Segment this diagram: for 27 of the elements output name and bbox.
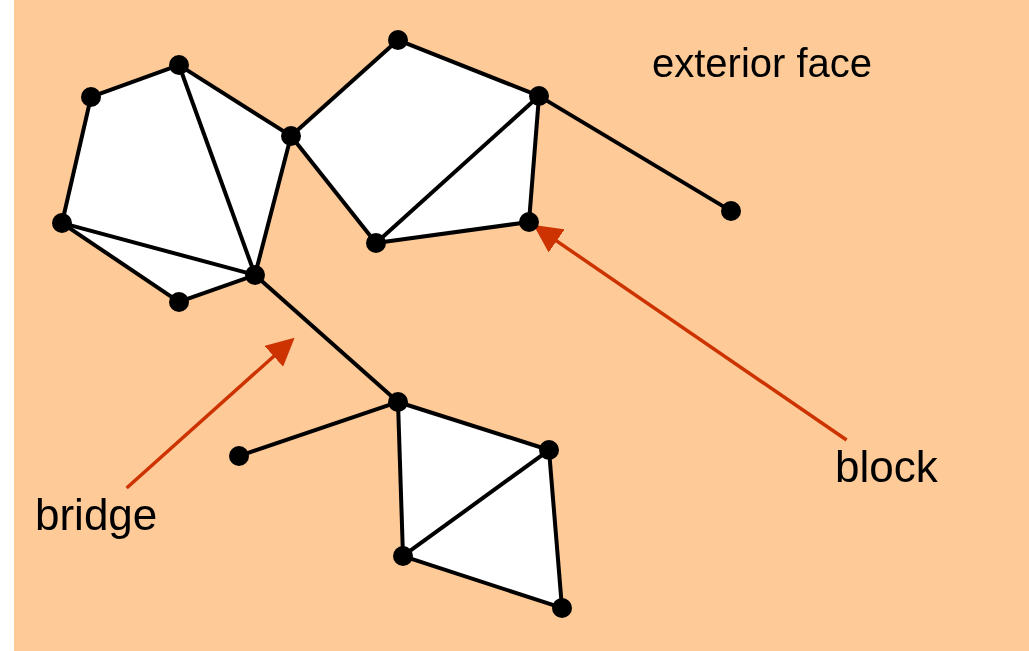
graph-edge — [295, 141, 372, 238]
graph-edge — [186, 276, 248, 301]
graph-edge — [381, 100, 534, 239]
graph-edge — [255, 144, 291, 267]
leader-arrow — [125, 337, 295, 490]
graph-edge — [396, 410, 405, 548]
leader-arrow — [533, 225, 848, 442]
graph-edge — [260, 279, 393, 398]
graph-edge — [384, 221, 521, 244]
graph-edge — [70, 223, 247, 275]
graph-edge — [405, 402, 542, 450]
graph-edge — [180, 72, 254, 268]
graph-edge — [545, 98, 725, 209]
graph-edge — [405, 41, 532, 95]
graph-edge — [409, 453, 543, 553]
graph-edge — [68, 226, 173, 299]
graph-edge — [98, 66, 172, 96]
graph-edge — [185, 68, 285, 133]
annotation-label: bridge — [35, 490, 158, 541]
graph-edge — [527, 104, 541, 214]
graph-edge — [62, 105, 91, 215]
annotation-label: block — [835, 442, 938, 493]
graph-edge — [410, 556, 555, 608]
graph-edge — [246, 403, 391, 455]
graph-edge — [296, 44, 393, 132]
graph-edge — [547, 458, 564, 600]
face-label: exterior face — [652, 40, 873, 86]
